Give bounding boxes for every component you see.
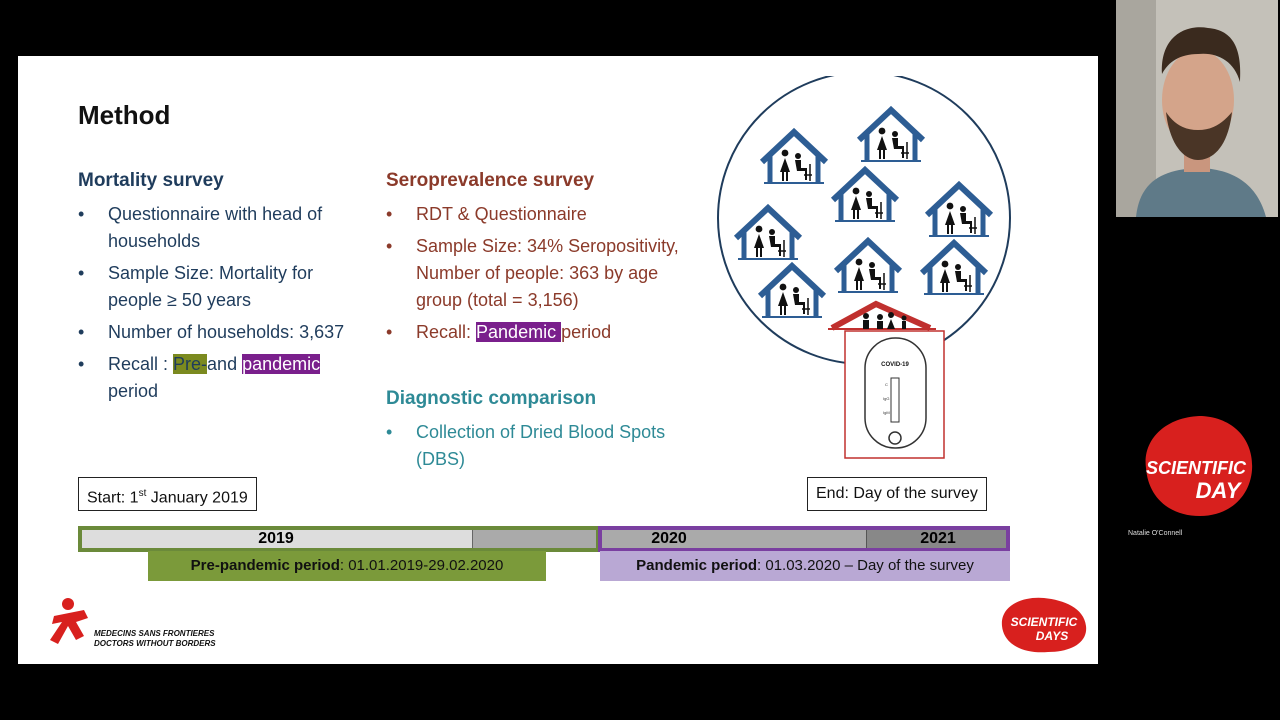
recall-prefix: Recall: — [416, 322, 477, 342]
mortality-heading: Mortality survey — [78, 170, 224, 191]
msf-line2: DOCTORS WITHOUT BORDERS — [94, 639, 216, 648]
timeline-bar: 2019 2020 2021 — [78, 526, 1010, 552]
sd-line2: DAYS — [1036, 629, 1068, 643]
list-item: Recall: Pandemic period — [386, 319, 686, 346]
mortality-list: Questionnaire with head of households Sa… — [78, 201, 358, 410]
start-sup: st — [138, 488, 147, 499]
list-item: Questionnaire with head of households — [78, 201, 358, 255]
list-item: Number of households: 3,637 — [78, 319, 358, 346]
slide-title: Method — [78, 100, 171, 130]
webcam-tile — [1116, 0, 1278, 217]
list-item: Sample Size: 34% Seropositivity, Number … — [386, 233, 686, 314]
pandemic-label: Pandemic period — [636, 557, 758, 574]
scientific-day-logo: SCIENTIFIC DAY — [1145, 416, 1253, 516]
community-illustration: COVID-19 C IgG IgM — [717, 76, 1011, 459]
start-box: Start: 1st January 2019 — [78, 477, 257, 511]
end-box: End: Day of the survey — [807, 477, 987, 511]
pre-pandemic-period: Pre-pandemic period: 01.01.2019-29.02.20… — [148, 551, 546, 581]
start-prefix: Start: 1 — [87, 489, 139, 507]
test-mark-igg: IgG — [883, 396, 889, 401]
pandemic-dates: : 01.03.2020 – Day of the survey — [757, 557, 974, 574]
diag-list: Collection of Dried Blood Spots (DBS) — [386, 419, 716, 478]
pre-period-dates: : 01.01.2019-29.02.2020 — [339, 557, 504, 574]
list-item: Collection of Dried Blood Spots (DBS) — [386, 419, 716, 473]
start-suffix: January 2019 — [146, 489, 248, 507]
year-2021-shade — [866, 530, 1006, 548]
test-label: COVID-19 — [881, 362, 909, 368]
year-2019: 2019 — [258, 530, 294, 547]
recall-prefix: Recall : — [108, 354, 174, 374]
sero-heading: Seroprevalence survey — [386, 170, 595, 191]
pandemic-period: Pandemic period: 01.03.2020 – Day of the… — [600, 551, 1010, 581]
recall-suffix: period — [561, 322, 612, 342]
diag-heading: Diagnostic comparison — [386, 388, 597, 409]
test-mark-c: C — [885, 382, 888, 387]
list-item: Sample Size: Mortality for people ≥ 50 y… — [78, 260, 358, 314]
sd-line1: SCIENTIFIC — [1011, 615, 1078, 629]
slide: Method Mortality survey Questionnaire wi… — [18, 56, 1098, 664]
scientific-days-logo: SCIENTIFIC DAYS — [1001, 597, 1087, 653]
pre-period-label: Pre-pandemic period — [190, 557, 340, 574]
pandemic-highlight: pandemic — [242, 354, 321, 374]
recall-and: and — [207, 354, 243, 374]
participant-name: Natalie O'Connell — [1128, 530, 1183, 537]
list-item: Recall : Pre-and pandemic period — [78, 351, 358, 405]
side-logo-line1: SCIENTIFIC — [1146, 458, 1247, 478]
test-mark-igm: IgM — [883, 410, 890, 415]
list-item: RDT & Questionnaire — [386, 201, 686, 228]
pandemic-highlight: Pandemic — [476, 322, 562, 342]
sero-list: RDT & Questionnaire Sample Size: 34% Ser… — [386, 201, 686, 351]
side-logo-line2: DAY — [1196, 478, 1243, 503]
participant-video — [1116, 0, 1278, 217]
year-2021: 2021 — [920, 530, 956, 547]
pre-highlight: Pre- — [173, 354, 208, 374]
recall-suffix: period — [108, 381, 159, 401]
msf-logo: MEDECINS SANS FRONTIERES DOCTORS WITHOUT… — [50, 598, 216, 648]
pre-period-shade — [472, 530, 596, 548]
year-2020: 2020 — [651, 530, 687, 547]
msf-line1: MEDECINS SANS FRONTIERES — [94, 629, 215, 638]
